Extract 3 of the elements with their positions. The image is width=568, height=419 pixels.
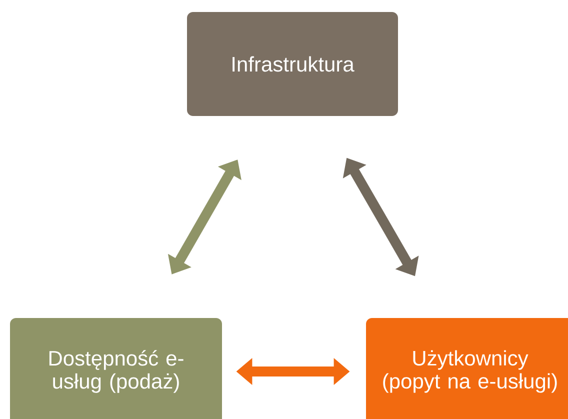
process-box: Użytkownicy (popyt na e-usługi) — [366, 318, 568, 419]
process-box: Infrastruktura — [187, 12, 398, 116]
process-box: Dostępność e-usług (podaż) — [10, 318, 222, 419]
